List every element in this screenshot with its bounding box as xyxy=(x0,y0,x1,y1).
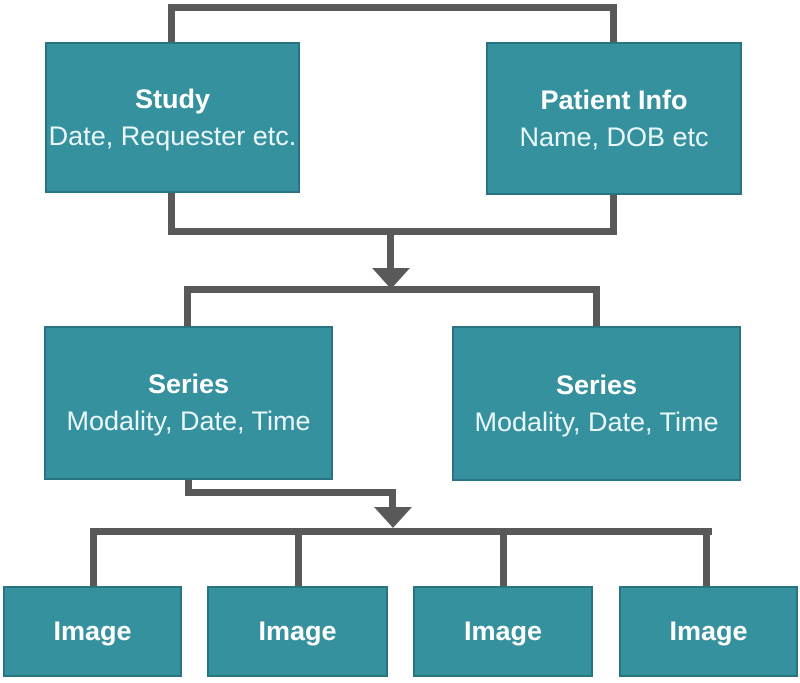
node-subtitle: Date, Requester etc. xyxy=(48,120,297,151)
node-study: Study Date, Requester etc. xyxy=(45,42,300,193)
node-title: Series xyxy=(147,369,230,399)
node-title: Image xyxy=(669,616,748,646)
connector-top-horizontal xyxy=(168,4,617,11)
connector-elbow-vertical xyxy=(389,489,396,509)
connector-series-left-stem xyxy=(185,478,192,496)
down-arrow-icon xyxy=(374,507,412,528)
node-title: Series xyxy=(555,369,638,400)
connector-series-right-vertical xyxy=(593,286,600,328)
node-title: Image xyxy=(463,616,543,646)
node-title: Study xyxy=(134,83,210,114)
down-arrow-icon xyxy=(372,268,410,289)
connector-image1-vertical xyxy=(90,528,97,588)
node-image-3: Image xyxy=(413,586,593,677)
node-image-1: Image xyxy=(3,586,182,677)
connector-image2-vertical xyxy=(295,528,302,588)
connector-image4-vertical xyxy=(703,528,710,588)
node-patient-info: Patient Info Name, DOB etc xyxy=(486,42,742,195)
node-series-left: Series Modality, Date, Time xyxy=(44,326,333,480)
node-subtitle: Name, DOB etc xyxy=(519,121,709,152)
node-title: Image xyxy=(53,616,132,646)
connector-arrow1-stem xyxy=(387,235,394,269)
connector-series-left-vertical xyxy=(184,286,191,328)
connector-level2-horizontal xyxy=(184,286,600,293)
node-subtitle: Modality, Date, Time xyxy=(66,406,311,436)
node-title: Patient Info xyxy=(540,84,688,115)
node-subtitle: Modality, Date, Time xyxy=(474,406,719,437)
connector-elbow-horizontal xyxy=(185,489,396,496)
connector-level4-horizontal xyxy=(90,528,712,535)
node-image-2: Image xyxy=(207,586,388,677)
connector-image3-vertical xyxy=(500,528,507,588)
node-image-4: Image xyxy=(619,586,798,677)
node-series-right: Series Modality, Date, Time xyxy=(452,326,741,481)
connector-level1-bottom-horizontal xyxy=(168,228,617,235)
node-title: Image xyxy=(258,616,337,646)
